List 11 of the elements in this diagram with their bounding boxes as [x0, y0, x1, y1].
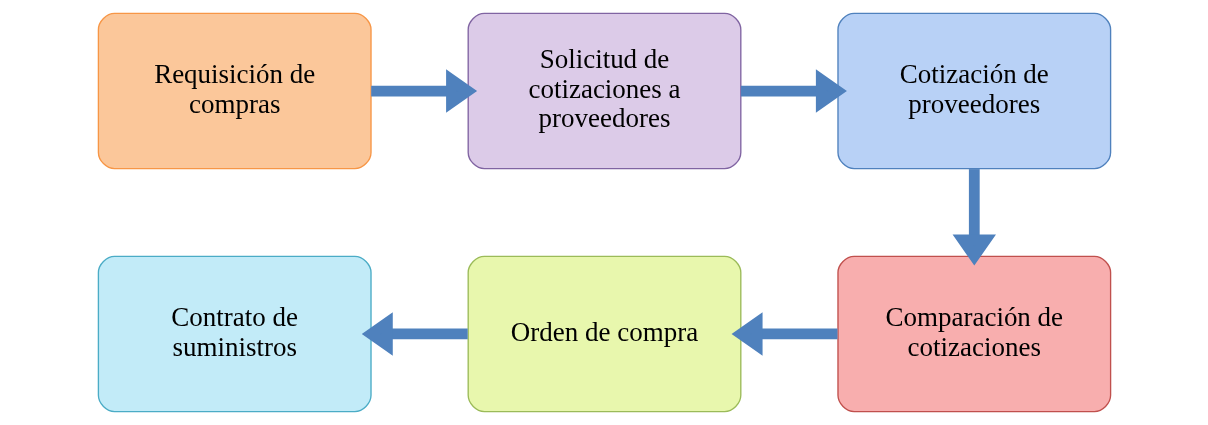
node-box: Cotización de proveedores — [836, 12, 1111, 170]
arrow — [361, 312, 468, 356]
arrow — [370, 69, 477, 113]
arrow — [952, 169, 996, 266]
arrow — [740, 69, 847, 113]
node-box: Comparación de cotizaciones — [836, 255, 1111, 413]
node-box: Contrato de suministros — [97, 255, 372, 413]
node-box: Requisición de compras — [97, 12, 372, 170]
node-box: Orden de compra — [467, 255, 741, 413]
arrow — [731, 312, 837, 356]
node-box: Solicitud de cotizaciones a proveedores — [467, 12, 741, 170]
